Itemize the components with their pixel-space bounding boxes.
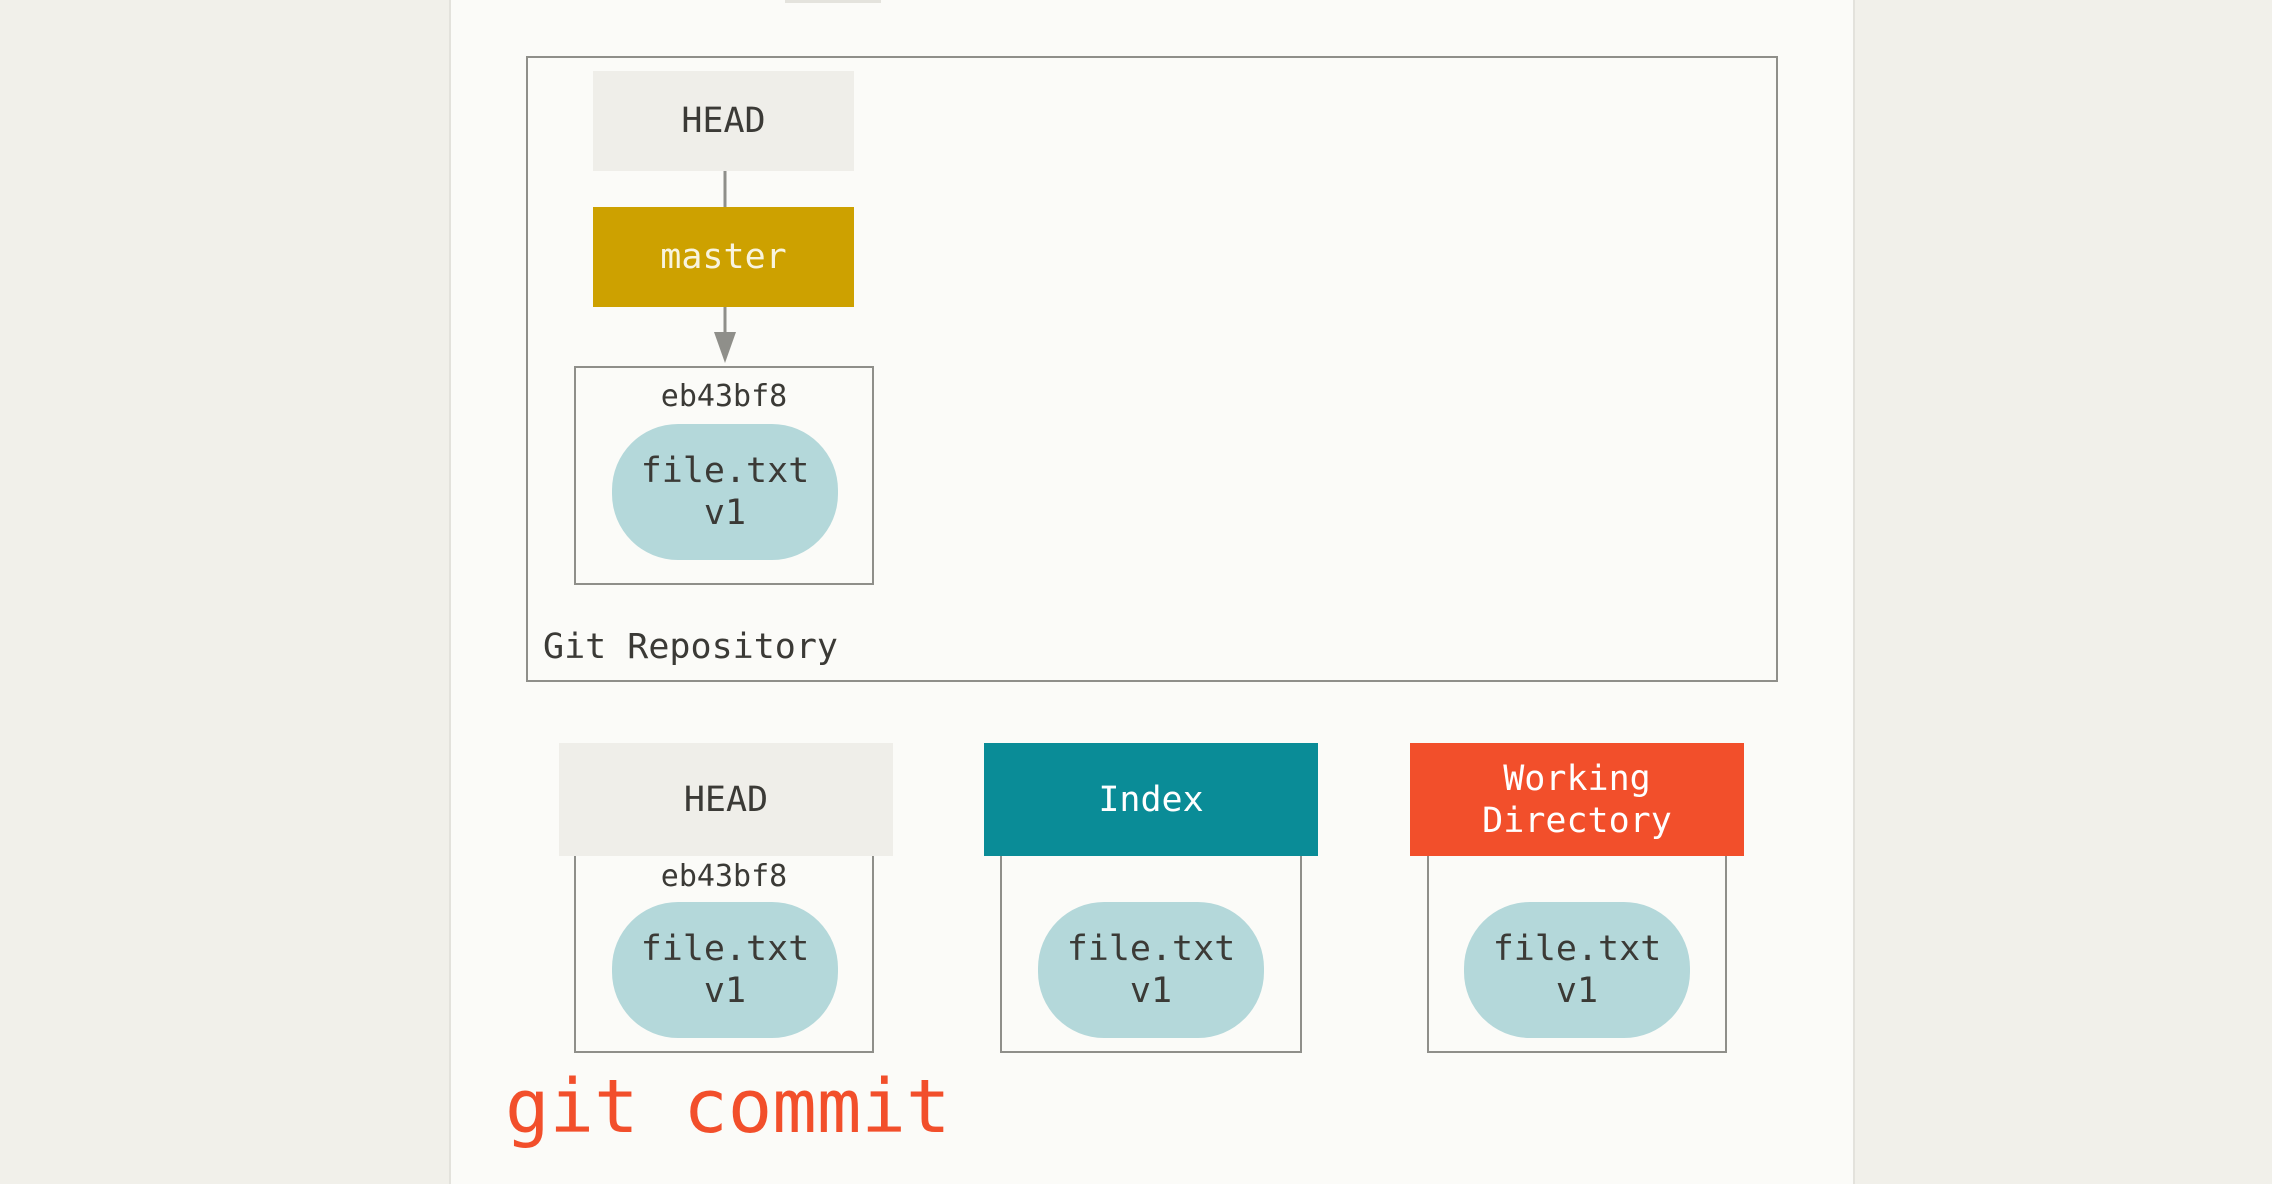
head-column-blob-version: v1 (703, 971, 747, 1011)
git-repository-label: Git Repository (543, 627, 839, 667)
command-label: git commit (505, 1064, 951, 1150)
repo-commit-hash: eb43bf8 (660, 379, 788, 414)
head-column-blob-name: file.txt (640, 929, 810, 969)
index-column-blob-version: v1 (1129, 971, 1173, 1011)
top-edge-tab (785, 0, 881, 3)
working-directory-blob-name: file.txt (1492, 929, 1662, 969)
working-directory-blob-version: v1 (1555, 971, 1599, 1011)
head-column-header: HEAD (559, 743, 893, 856)
head-column-hash: eb43bf8 (660, 859, 788, 894)
index-column-blob-name: file.txt (1066, 929, 1236, 969)
master-branch-ref: master (593, 207, 854, 307)
index-column-header: Index (984, 743, 1318, 856)
repo-blob-name: file.txt (640, 451, 810, 491)
repo-blob-version: v1 (703, 493, 747, 533)
working-directory-column-header: Working Directory (1410, 743, 1744, 856)
master-to-commit-arrowhead (714, 332, 736, 363)
git-repository-frame (526, 56, 1778, 682)
head-ref: HEAD (593, 71, 854, 171)
